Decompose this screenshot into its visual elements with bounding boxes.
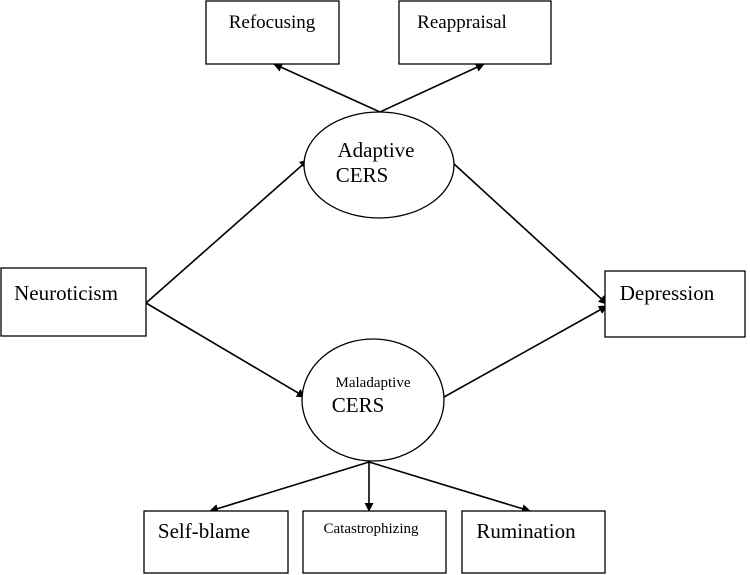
- edge-maladaptive-to-depression: [443, 305, 608, 398]
- node-refocusing-label: Refocusing: [229, 12, 316, 33]
- node-catastrophizing: Catastrophizing: [302, 510, 447, 574]
- node-self-blame-label: Self-blame: [158, 519, 250, 543]
- node-adaptive-cers-label-line1: Adaptive: [338, 138, 415, 162]
- node-catastrophizing-label: Catastrophizing: [324, 521, 419, 537]
- edge-neuroticism-to-adaptive: [145, 159, 309, 304]
- node-rumination-label: Rumination: [476, 519, 576, 543]
- node-adaptive-cers-label-line2: CERS: [336, 163, 389, 187]
- node-refocusing: Refocusing: [205, 0, 340, 65]
- node-self-blame: Self-blame: [143, 510, 289, 574]
- edge-neuroticism-to-maladaptive: [145, 302, 306, 398]
- node-maladaptive-cers-label-line1: Maladaptive: [336, 375, 411, 391]
- node-maladaptive-cers: Maladaptive CERS: [301, 338, 445, 462]
- node-maladaptive-cers-label-line2: CERS: [332, 393, 385, 417]
- node-adaptive-cers: Adaptive CERS: [303, 111, 455, 219]
- edge-adaptive-to-reappraisal: [379, 63, 485, 113]
- node-reappraisal: Reappraisal: [398, 0, 552, 65]
- edge-maladaptive-to-rumination: [368, 461, 531, 513]
- node-reappraisal-label: Reappraisal: [417, 12, 507, 33]
- node-neuroticism: Neuroticism: [0, 267, 147, 337]
- node-rumination: Rumination: [461, 510, 606, 574]
- node-neuroticism-label: Neuroticism: [14, 281, 118, 305]
- node-depression: Depression: [604, 270, 746, 338]
- edge-maladaptive-to-self-blame: [209, 461, 370, 513]
- edge-adaptive-to-refocusing: [273, 63, 381, 113]
- edge-adaptive-to-depression: [452, 162, 608, 305]
- node-depression-label: Depression: [620, 281, 715, 305]
